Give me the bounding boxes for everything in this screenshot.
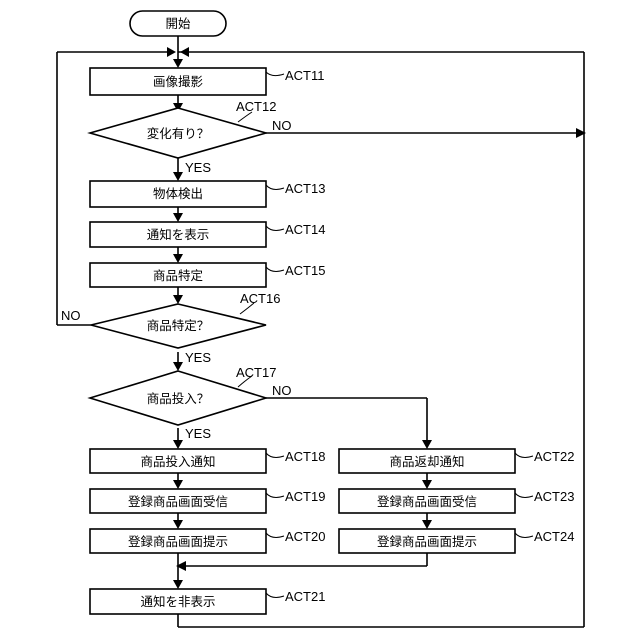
act14-text: 通知を表示	[147, 227, 210, 242]
label-act15: ACT15	[285, 263, 325, 278]
arrowhead-act13-act14	[173, 213, 183, 222]
arrowhead-act17-act18	[173, 440, 183, 449]
act11-text: 画像撮影	[153, 74, 204, 89]
act12-decision: 変化有り？	[90, 108, 266, 158]
label-act17: ACT17	[236, 365, 276, 380]
arrowhead-act23-act24	[422, 520, 432, 529]
label-act24: ACT24	[534, 529, 574, 544]
act14-box: 通知を表示	[90, 222, 266, 247]
act21-box: 通知を非表示	[90, 589, 266, 614]
branch-act17-no: NO	[272, 383, 292, 398]
act19-text: 登録商品画面受信	[128, 494, 228, 509]
label-act22: ACT22	[534, 449, 574, 464]
branch-act12-no: NO	[272, 118, 292, 133]
reference-leaders	[238, 72, 533, 597]
label-act13: ACT13	[285, 181, 325, 196]
arrowhead-start-act11	[173, 59, 183, 68]
label-act11: ACT11	[285, 68, 325, 83]
arrowhead-act16-act17	[173, 362, 183, 371]
act13-box: 物体検出	[90, 181, 266, 207]
act16-decision: 商品特定？	[91, 304, 266, 348]
act22-text: 商品返却通知	[389, 454, 464, 469]
act20-text: 登録商品画面提示	[128, 534, 228, 549]
act18-text: 商品投入通知	[140, 454, 215, 469]
start-terminal: 開始	[130, 11, 226, 36]
label-act14: ACT14	[285, 222, 325, 237]
arrowhead-left-loop	[167, 47, 176, 57]
label-act20: ACT20	[285, 529, 325, 544]
act13-text: 物体検出	[153, 186, 203, 201]
arrowhead-act22-act23	[422, 480, 432, 489]
act17-text: 商品投入？	[147, 391, 210, 406]
act21-text: 通知を非表示	[140, 594, 215, 609]
label-act19: ACT19	[285, 489, 325, 504]
act23-text: 登録商品画面受信	[377, 494, 477, 509]
label-act18: ACT18	[285, 449, 325, 464]
arrowhead-act12-act13	[173, 172, 183, 181]
label-act23: ACT23	[534, 489, 574, 504]
act23-box: 登録商品画面受信	[339, 489, 515, 513]
act11-box: 画像撮影	[90, 68, 266, 95]
arrowhead-act14-act15	[173, 254, 183, 263]
reference-labels: ACT11 ACT12 ACT13 ACT14 ACT15 ACT16 ACT1…	[236, 68, 574, 604]
label-act12: ACT12	[236, 99, 276, 114]
start-label: 開始	[165, 16, 191, 31]
arrowhead-act19-act20	[173, 520, 183, 529]
arrowhead-act18-act19	[173, 480, 183, 489]
branch-act12-yes: YES	[185, 160, 211, 175]
act24-text: 登録商品画面提示	[377, 534, 477, 549]
act19-box: 登録商品画面受信	[90, 489, 266, 513]
branch-act17-yes: YES	[185, 426, 211, 441]
arrowhead-act17-act22	[422, 440, 432, 449]
act20-box: 登録商品画面提示	[90, 529, 266, 553]
act16-text: 商品特定？	[147, 318, 210, 333]
branch-act16-no: NO	[61, 308, 81, 323]
arrowhead-merge-act21	[173, 580, 183, 589]
arrowhead-act15-act16	[173, 295, 183, 304]
act15-text: 商品特定	[153, 268, 203, 283]
label-act21: ACT21	[285, 589, 325, 604]
act18-box: 商品投入通知	[90, 449, 266, 473]
branch-act16-yes: YES	[185, 350, 211, 365]
act12-text: 変化有り？	[147, 126, 210, 141]
act24-box: 登録商品画面提示	[339, 529, 515, 553]
label-act16: ACT16	[240, 291, 280, 306]
arrowhead-top-bus	[180, 47, 189, 57]
act15-box: 商品特定	[90, 263, 266, 287]
act22-box: 商品返却通知	[339, 449, 515, 473]
